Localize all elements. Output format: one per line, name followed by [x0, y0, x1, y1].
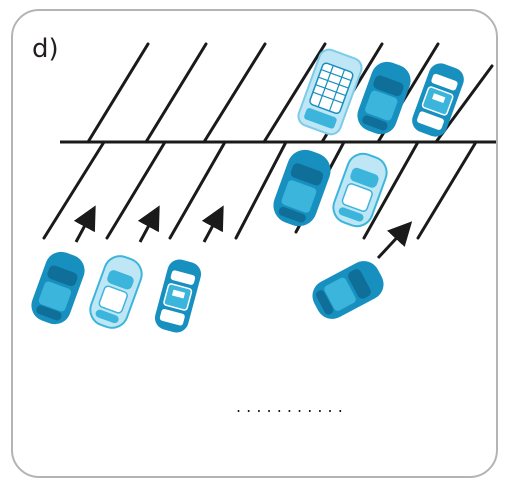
- arrow-3: [201, 205, 224, 243]
- parked-suv-top: [297, 48, 363, 136]
- arrow-2: [137, 205, 160, 243]
- parked-police-car-top: [412, 63, 464, 137]
- arrow-4: [376, 221, 413, 260]
- direction-arrows: [73, 205, 413, 260]
- parked-car-middle-light: [332, 152, 388, 228]
- answer-blank: . . . . . . . . . . .: [236, 397, 343, 416]
- approaching-car-dark: [31, 251, 85, 325]
- panel-label: d): [32, 34, 59, 64]
- approaching-car-angled: [312, 261, 384, 319]
- approaching-car-light: [89, 255, 143, 329]
- parked-car-top-dark: [357, 61, 411, 135]
- approaching-police-car: [154, 259, 202, 333]
- figure-panel: [11, 9, 498, 478]
- arrow-1: [73, 205, 96, 243]
- bottom-bay-lines: [42, 140, 478, 240]
- parked-car-middle-dark: [273, 149, 331, 227]
